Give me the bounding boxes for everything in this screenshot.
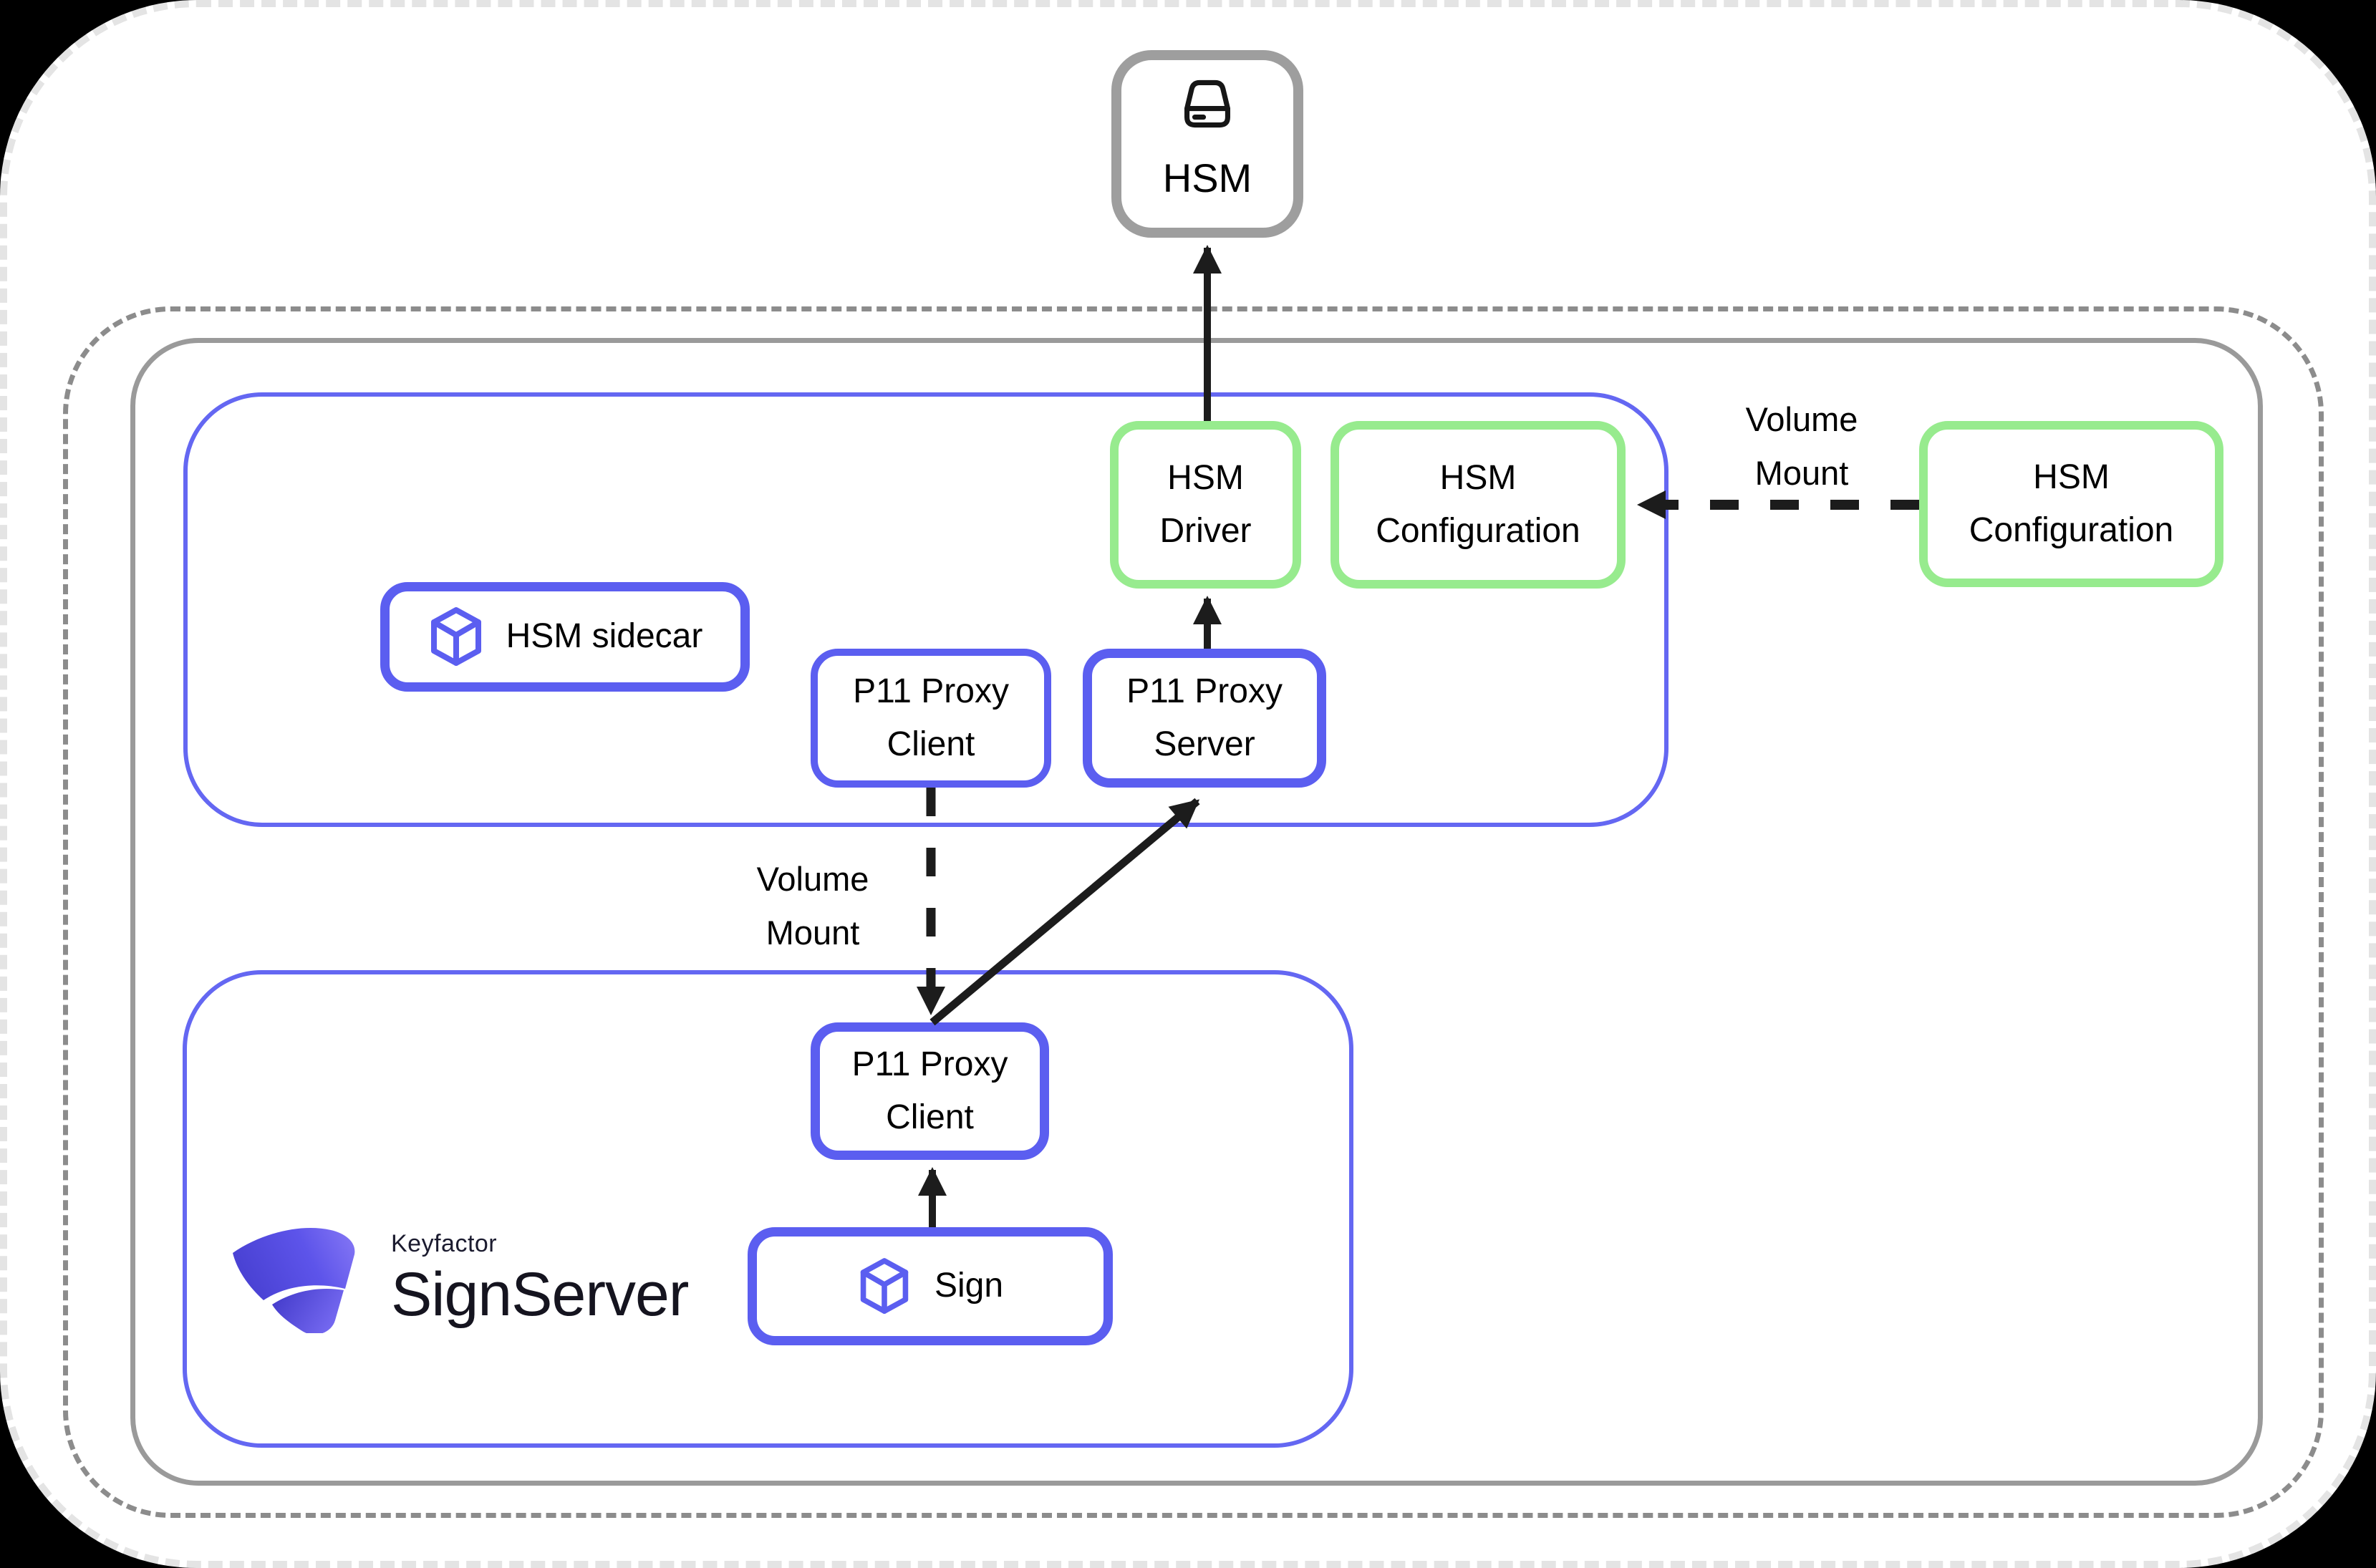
node-p11-proxy-client-sidecar: P11 Proxy Client [811,649,1051,788]
node-sign-label: Sign [934,1267,1004,1305]
signserver-pod-container [183,970,1353,1448]
logo-text: Keyfactor SignServer [391,1226,689,1330]
node-hsm-driver-label: HSM Driver [1159,458,1252,550]
node-hsm-configuration-sidecar-label: HSM Configuration [1376,458,1580,550]
edge-label-volume-mount-left: Volume Mount [756,860,869,952]
keyfactor-logo-icon [233,1227,355,1333]
node-p11-proxy-client-signserver: P11 Proxy Client [811,1022,1049,1160]
keyfactor-signserver-logo: Keyfactor SignServer [231,1226,689,1333]
hsm-sidecar-pod-container [183,392,1668,827]
node-hsm-driver: HSM Driver [1110,421,1301,589]
cube-icon [430,606,481,666]
cluster-boundary [130,338,2263,1486]
node-hsm: HSM [1111,50,1303,238]
edge-label-volume-mount-right: Volume Mount [1745,400,1858,493]
node-hsm-configuration-external: HSM Configuration [1919,421,2223,587]
node-p11-proxy-server-label: P11 Proxy Server [1126,672,1283,763]
internal-drive-icon [1184,79,1230,127]
node-hsm-configuration-sidecar: HSM Configuration [1331,421,1626,589]
outer-dashed-boundary [63,306,2324,1518]
node-hsm-label: HSM [1162,155,1252,200]
logo-product: SignServer [391,1260,689,1329]
logo-brand: Keyfactor [391,1230,498,1257]
cube-icon [860,1257,909,1314]
node-hsm-sidecar-label: HSM sidecar [506,617,703,656]
node-p11-proxy-client-signserver-label: P11 Proxy Client [851,1045,1008,1136]
node-p11-proxy-client-sidecar-label: P11 Proxy Client [853,672,1009,763]
node-p11-proxy-server: P11 Proxy Server [1083,649,1326,788]
node-hsm-sidecar: HSM sidecar [380,582,750,692]
node-sign: Sign [748,1227,1113,1345]
node-hsm-configuration-external-label: HSM Configuration [1969,458,2174,549]
